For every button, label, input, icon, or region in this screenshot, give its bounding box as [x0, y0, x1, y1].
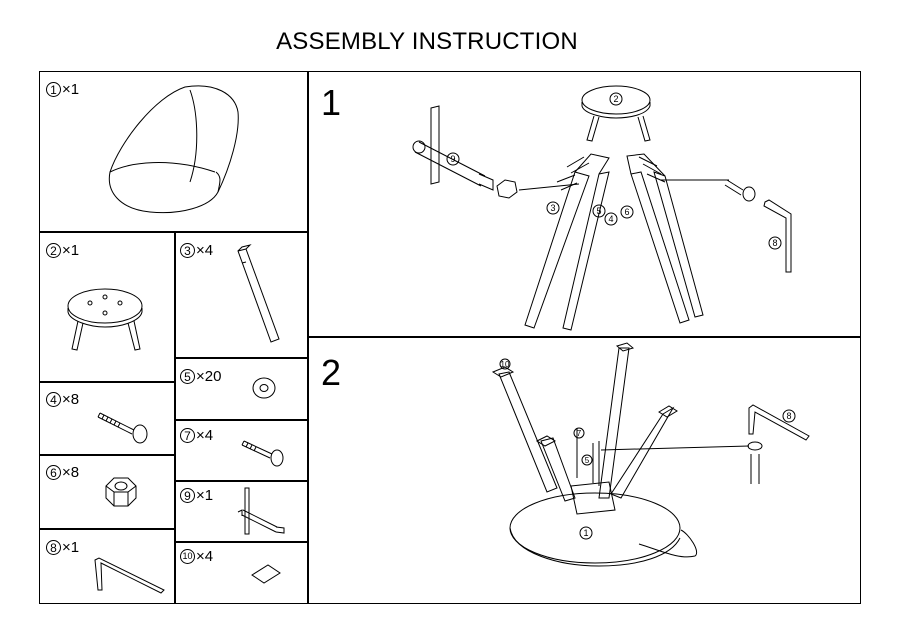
- callout-step2-a: 10: [501, 360, 510, 369]
- part-qty-4: ×8: [62, 391, 80, 408]
- step-1-number: 1: [321, 82, 342, 123]
- step-2-diagram: 10 7 5 8 1: [309, 338, 862, 605]
- part-number-8: 8: [46, 540, 61, 555]
- callout-step1-g: 8: [772, 238, 777, 248]
- part-qty-2: ×1: [62, 242, 80, 259]
- part-cell-5: 5 ×20: [175, 358, 308, 420]
- part-number-2: 2: [46, 243, 61, 258]
- callout-step2-c: 5: [585, 456, 590, 465]
- page-title: ASSEMBLY INSTRUCTION: [276, 28, 578, 55]
- part-number-4: 4: [46, 392, 61, 407]
- bolt-small-illustration: [176, 421, 309, 482]
- part-number-10: 10: [180, 549, 195, 564]
- part-qty-6: ×8: [62, 464, 80, 481]
- part-cell-10: 10 ×4: [175, 542, 308, 604]
- part-qty-5: ×20: [196, 368, 222, 385]
- part-cell-4: 4 ×8: [39, 382, 175, 455]
- part-qty-10: ×4: [196, 548, 214, 565]
- floor-pad-illustration: [176, 543, 309, 605]
- part-cell-6: 6 ×8: [39, 455, 175, 529]
- step-2-number: 2: [321, 352, 342, 393]
- callout-step2-d: 8: [786, 411, 791, 421]
- callout-step1-e: 4: [608, 214, 613, 224]
- step-1-panel: 1: [308, 71, 861, 337]
- part-qty-1: ×1: [62, 81, 80, 98]
- callout-step1-c: 3: [550, 203, 555, 213]
- part-number-9: 9: [180, 488, 195, 503]
- bolt-illustration: [40, 383, 176, 456]
- seat-shell-illustration: [40, 72, 309, 233]
- part-number-6: 6: [46, 465, 61, 480]
- spanner-tool-illustration: [176, 482, 309, 543]
- part-cell-3: 3 ×4: [175, 232, 308, 358]
- part-cell-1: 1 ×1: [39, 71, 308, 232]
- part-qty-3: ×4: [196, 242, 214, 259]
- callout-step1-d: 5: [596, 206, 601, 216]
- leg-illustration: [176, 233, 309, 359]
- part-cell-9: 9 ×1: [175, 481, 308, 542]
- part-cell-8: 8 ×1: [39, 529, 175, 604]
- part-number-1: 1: [46, 82, 61, 97]
- washer-illustration: [176, 359, 309, 421]
- seat-plate-illustration: [40, 233, 176, 383]
- part-qty-8: ×1: [62, 539, 80, 556]
- part-qty-9: ×1: [196, 487, 214, 504]
- callout-step1-a: 2: [613, 94, 618, 104]
- part-cell-2: 2 ×1: [39, 232, 175, 382]
- callout-step2-e: 1: [583, 528, 588, 538]
- step-2-panel: 2: [308, 337, 861, 604]
- part-number-3: 3: [180, 243, 195, 258]
- callout-step1-b: 9: [450, 154, 455, 164]
- step-1-diagram: 2 9 3 5 4 6 8: [309, 72, 862, 338]
- allen-key-illustration: [40, 530, 176, 605]
- nut-illustration: [40, 456, 176, 530]
- part-qty-7: ×4: [196, 427, 214, 444]
- part-number-7: 7: [180, 428, 195, 443]
- callout-step2-b: 7: [577, 429, 582, 438]
- part-cell-7: 7 ×4: [175, 420, 308, 481]
- part-number-5: 5: [180, 369, 195, 384]
- callout-step1-f: 6: [624, 207, 629, 217]
